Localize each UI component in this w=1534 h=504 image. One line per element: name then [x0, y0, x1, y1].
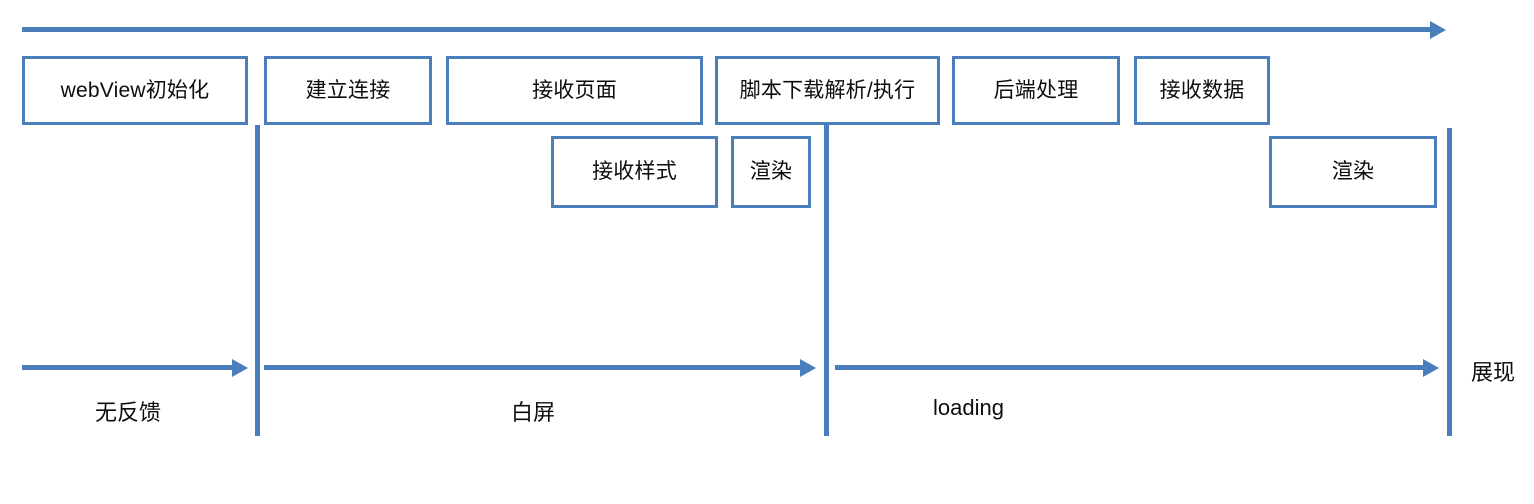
- phase-arrow-line-no-feedback: [22, 365, 234, 370]
- stage-label: 后端处理: [993, 78, 1079, 102]
- stage-box-receive-page[interactable]: 接收页面: [446, 56, 703, 125]
- stage-box-receive-style[interactable]: 接收样式: [551, 136, 718, 208]
- end-state-label: 展现: [1471, 355, 1515, 387]
- phase-label-no-feedback: 无反馈: [22, 395, 234, 427]
- stage-box-receive-data[interactable]: 接收数据: [1134, 56, 1270, 125]
- phase-arrow-line-white-screen: [264, 365, 802, 370]
- stage-box-establish-connection[interactable]: 建立连接: [264, 56, 432, 125]
- end-state-label-text: 展现: [1471, 360, 1516, 385]
- stage-label: 接收样式: [592, 160, 677, 184]
- stage-label: 渲染: [1331, 160, 1375, 184]
- stage-label: 渲染: [749, 160, 793, 184]
- phase-label-text: loading: [933, 395, 1004, 420]
- phase-arrow-head-no-feedback: [232, 358, 248, 377]
- time-axis-arrow-line: [22, 27, 1434, 32]
- stage-box-script-download-parse-execute[interactable]: 脚本下载解析/执行: [715, 56, 940, 125]
- phase-arrow-head-white-screen: [800, 358, 816, 377]
- phase-label-white-screen: 白屏: [264, 395, 802, 427]
- stage-label: 脚本下载解析/执行: [739, 78, 916, 102]
- stage-label: 接收数据: [1159, 78, 1245, 102]
- stage-box-render-first[interactable]: 渲染: [731, 136, 811, 208]
- phase-label-text: 白屏: [510, 400, 555, 425]
- stage-label: 建立连接: [305, 78, 391, 102]
- phase-arrow-line-loading: [835, 365, 1425, 370]
- phase-label-loading: loading: [835, 395, 1102, 421]
- stage-label: webView初始化: [60, 78, 210, 102]
- phase-arrow-head-loading: [1423, 358, 1439, 377]
- stage-label: 接收页面: [532, 78, 617, 102]
- stage-box-webview-init[interactable]: webView初始化: [22, 56, 248, 125]
- time-axis-arrow-head: [1430, 20, 1446, 39]
- phase-divider-1: [255, 125, 260, 436]
- phase-label-text: 无反馈: [94, 400, 161, 425]
- phase-divider-end: [1447, 128, 1452, 436]
- stage-box-backend-processing[interactable]: 后端处理: [952, 56, 1120, 125]
- phase-divider-2: [824, 125, 829, 436]
- stage-box-render-second[interactable]: 渲染: [1269, 136, 1437, 208]
